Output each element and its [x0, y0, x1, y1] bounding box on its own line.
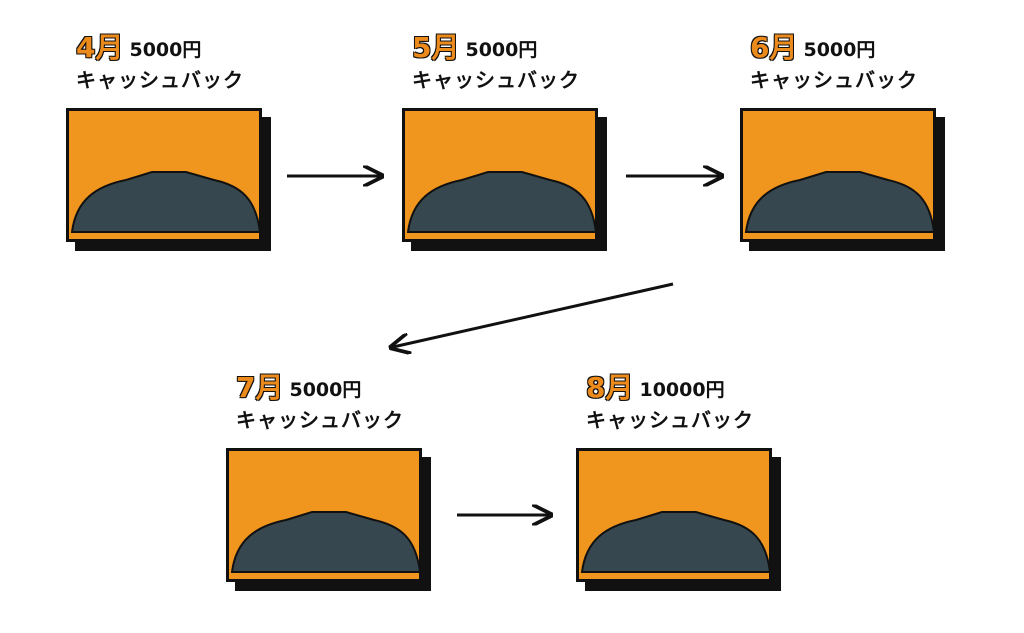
cashback-label: キャッシュバック — [236, 408, 404, 432]
amount-label: 10000円 — [639, 379, 725, 402]
month-label: 6月 — [750, 31, 798, 64]
amount-label: 5000円 — [803, 39, 876, 62]
cashback-label: キャッシュバック — [76, 68, 244, 92]
businessman-money-illustration — [70, 171, 262, 233]
month-label: 4月 — [76, 31, 124, 64]
illustration-panel — [66, 108, 274, 254]
amount-label: 5000円 — [465, 39, 538, 62]
amount-label: 5000円 — [129, 39, 202, 62]
month-label: 5月 — [412, 31, 460, 64]
month-label: 8月 — [586, 371, 634, 404]
businessman-money-illustration — [230, 511, 422, 573]
illustration-panel — [226, 448, 434, 594]
cashback-label: キャッシュバック — [586, 408, 754, 432]
month-label: 7月 — [236, 371, 284, 404]
businessman-money-illustration — [580, 511, 772, 573]
illustration-panel — [576, 448, 784, 594]
businessman-money-illustration — [406, 171, 598, 233]
cashback-label: キャッシュバック — [750, 68, 918, 92]
amount-label: 5000円 — [289, 379, 362, 402]
cashback-label: キャッシュバック — [412, 68, 580, 92]
arrow-down-left-icon — [393, 282, 674, 347]
businessman-money-illustration — [744, 171, 936, 233]
illustration-panel — [740, 108, 948, 254]
illustration-panel — [402, 108, 610, 254]
